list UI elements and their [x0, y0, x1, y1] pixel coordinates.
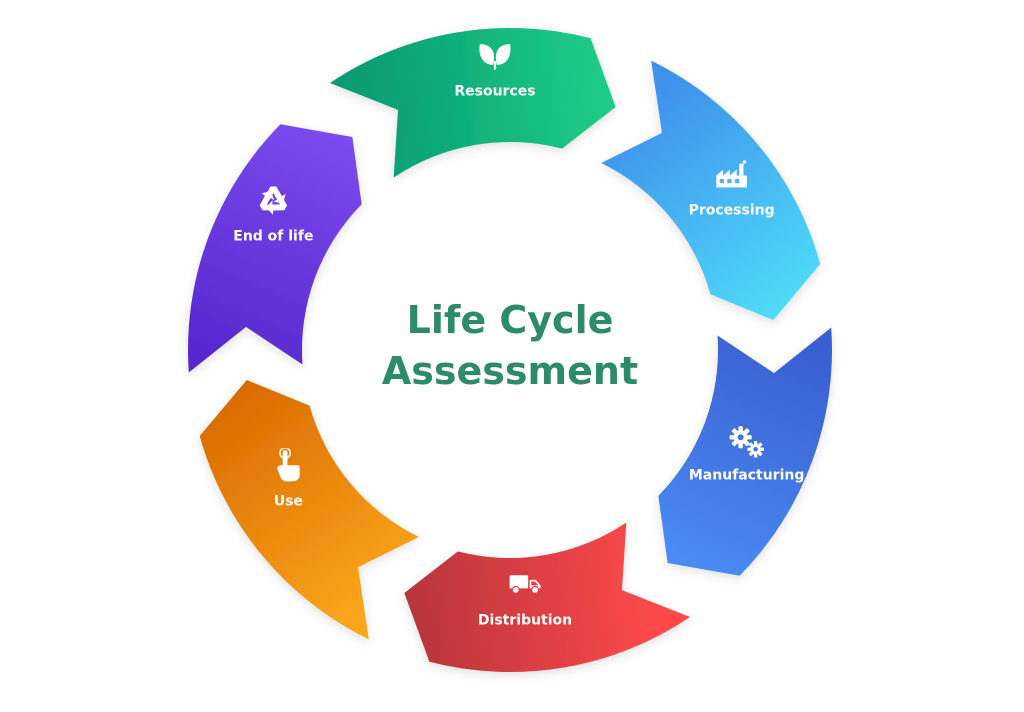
segment-processing [601, 60, 821, 321]
stage-manufacturing: Manufacturing [689, 426, 805, 483]
center-title-line-1: Life Cycle [407, 298, 614, 342]
segments-layer [188, 27, 832, 673]
stage-label-end-of-life: End of life [233, 229, 313, 245]
stage-end-of-life: End of life [233, 186, 313, 245]
segment-use [199, 379, 419, 640]
stage-label-distribution: Distribution [478, 613, 572, 629]
stage-resources: Resources [454, 44, 536, 99]
segment-end-of-life [188, 124, 362, 373]
segment-resources [329, 27, 616, 178]
stage-distribution: Distribution [478, 574, 572, 629]
stage-label-use: Use [274, 493, 303, 509]
center-title-line-2: Assessment [382, 349, 638, 393]
stage-processing: Processing [689, 160, 775, 219]
segment-manufacturing [658, 327, 832, 576]
stage-use: Use [274, 448, 303, 509]
stage-label-processing: Processing [689, 203, 775, 219]
segment-distribution [404, 522, 691, 673]
labels-layer: ResourcesProcessingManufacturingDistribu… [233, 44, 805, 629]
stage-label-manufacturing: Manufacturing [689, 467, 805, 483]
center-title: Life Cycle Assessment [382, 298, 638, 393]
stage-label-resources: Resources [454, 83, 535, 99]
